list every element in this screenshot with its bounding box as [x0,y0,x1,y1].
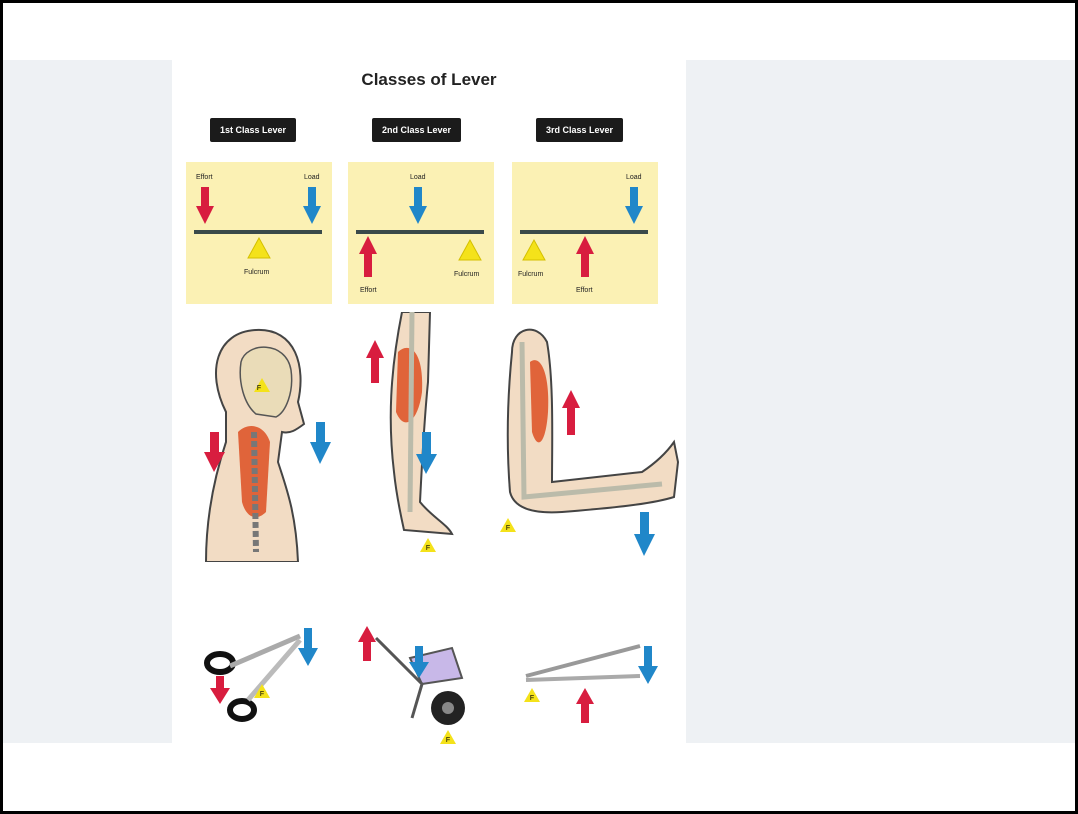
effort-arrow-down [196,187,214,224]
head-neck-illustration: F [186,312,336,562]
effort-arrow-up [576,236,594,277]
arm-elbow-illustration: F [492,312,682,572]
effort-arrow-up [358,626,376,661]
load-label: Load [626,174,642,181]
lever-diagram: Classes of Lever 1st Class Lever 2nd Cla… [172,42,686,745]
fulcrum-triangle [459,240,481,260]
fulcrum-marker-label: F [530,695,534,702]
fulcrum-label: Fulcrum [518,271,543,278]
label-first-class: 1st Class Lever [210,118,296,142]
lever-beam [194,230,322,234]
effort-arrow-up [576,688,594,723]
load-arrow-down [409,187,427,224]
lever-beam [520,230,648,234]
leg-foot-illustration: F [352,312,492,562]
panel-first-class: Effort Load Fulcrum [186,162,332,304]
effort-arrow-up [359,236,377,277]
load-arrow-down [310,422,331,464]
wheelbarrow-illustration: F [352,618,482,748]
tweezers-illustration: F [512,618,672,742]
fulcrum-triangle [248,238,270,258]
fulcrum-marker-label: F [506,525,510,532]
label-third-class: 3rd Class Lever [536,118,623,142]
effort-arrow-down [210,676,230,704]
lever-beam [356,230,484,234]
panel-third-class: Load Fulcrum Effort [512,162,658,304]
effort-arrow-up [366,340,384,383]
label-second-class: 2nd Class Lever [372,118,461,142]
fulcrum-marker-label: F [260,691,264,698]
effort-label: Effort [576,287,593,294]
diagram-title: Classes of Lever [172,70,686,90]
fulcrum-label: Fulcrum [244,269,269,276]
load-arrow-down [634,512,655,556]
load-label: Load [410,174,426,181]
load-label: Load [304,174,320,181]
effort-arrow-up [562,390,580,435]
effort-label: Effort [196,174,213,181]
fulcrum-triangle [523,240,545,260]
scissors-illustration: F [200,618,330,738]
fulcrum-marker-label: F [257,385,261,392]
load-arrow-down [298,628,318,666]
load-arrow-down [638,646,658,684]
fulcrum-marker-label: F [446,737,450,744]
load-arrow-down [625,187,643,224]
panel-second-class: Load Effort Fulcrum [348,162,494,304]
fulcrum-marker-label: F [426,545,430,552]
load-arrow-down [303,187,321,224]
effort-label: Effort [360,287,377,294]
fulcrum-label: Fulcrum [454,271,479,278]
